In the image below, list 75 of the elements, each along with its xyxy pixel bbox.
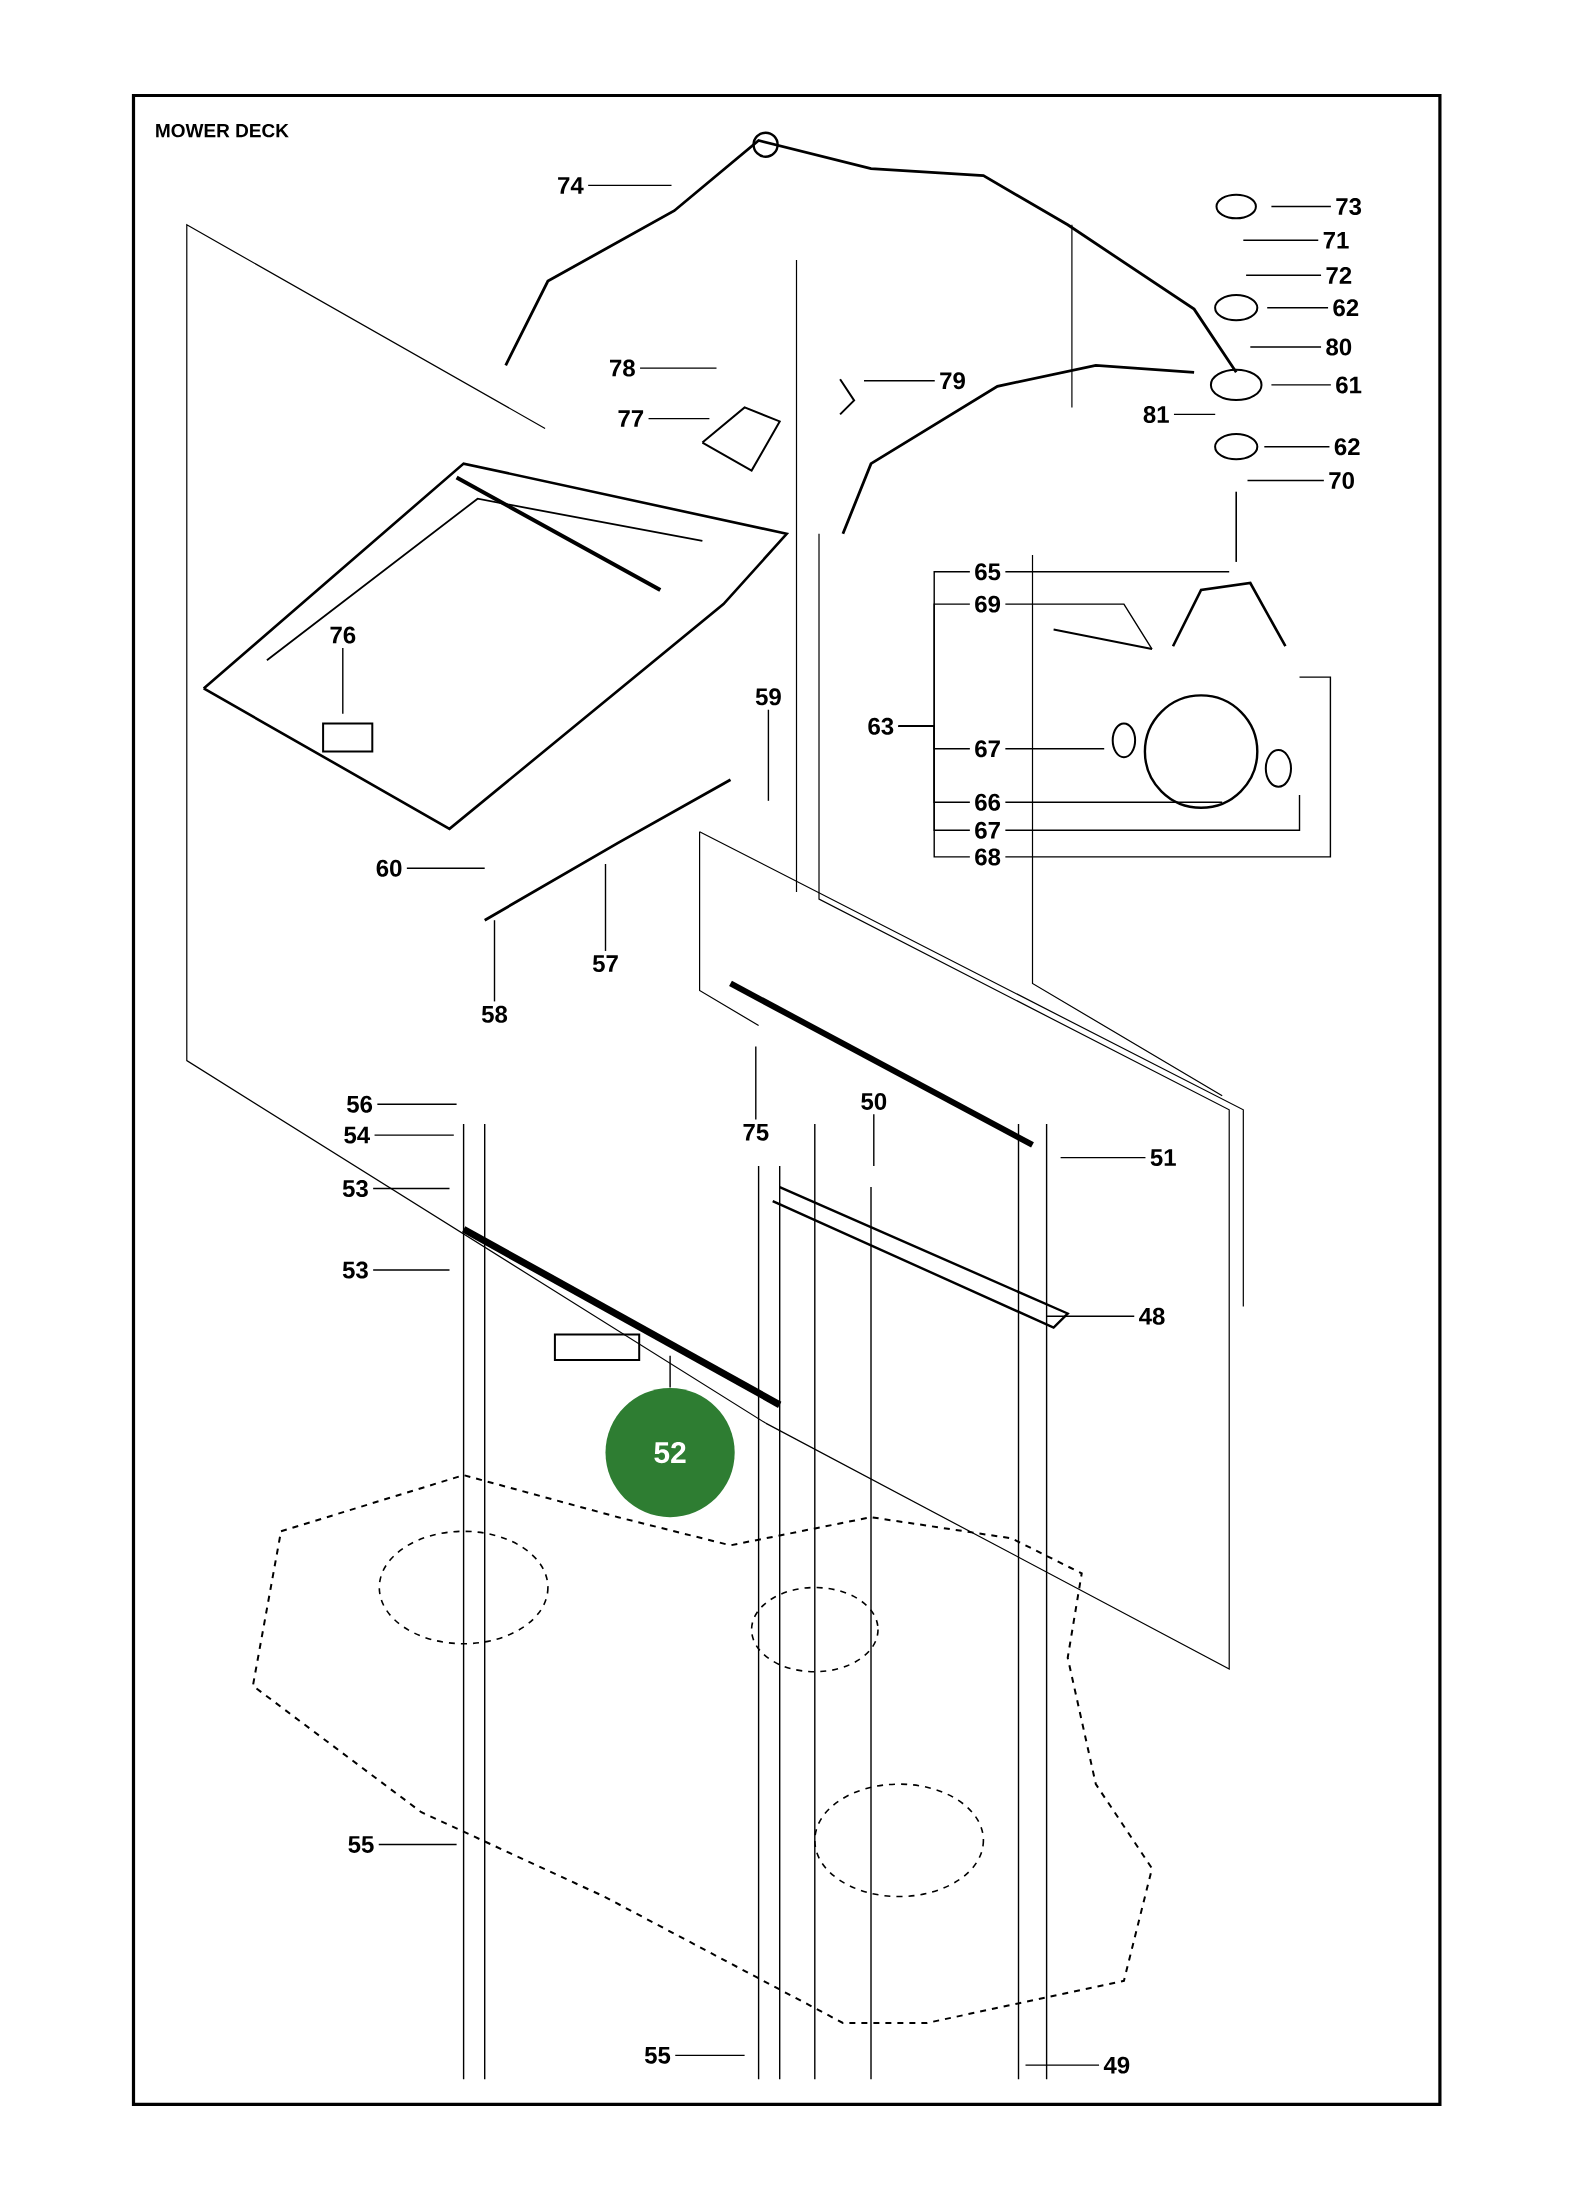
callout-number: 49 [1103, 2056, 1130, 2074]
callout-number: 55 [644, 2046, 671, 2064]
leader-line [342, 647, 344, 715]
leader-line [1045, 1315, 1135, 1317]
callout-number: 50 [861, 1092, 887, 1110]
callout-number: 54 [344, 1126, 370, 1144]
leader-line [639, 367, 718, 369]
leader-line [373, 1134, 455, 1136]
callout-number: 71 [1323, 231, 1349, 249]
callout-number: 73 [1336, 198, 1362, 216]
callout-number: 74 [558, 177, 584, 194]
leader-line [1004, 571, 1230, 573]
leader-line [1270, 384, 1332, 386]
leader-line [1173, 413, 1216, 416]
callout-number: 58 [481, 1005, 508, 1023]
leader-line [587, 184, 673, 187]
leader-line [376, 1103, 458, 1105]
callout-number: 63 [868, 717, 894, 735]
leader-line [897, 725, 971, 858]
callout-number: 57 [592, 955, 618, 973]
leader-line [755, 1045, 757, 1121]
callout-number: 59 [755, 688, 781, 706]
callout-number: 65 [975, 563, 1001, 581]
leader-line [1270, 205, 1332, 208]
callout-number: 62 [1334, 438, 1360, 456]
callout-number: 80 [1326, 338, 1352, 356]
callout-number: 52 [605, 1388, 735, 1518]
callout-number: 61 [1336, 376, 1362, 394]
leader-line [1245, 274, 1322, 276]
callout-number: 76 [330, 626, 356, 644]
leader-line [767, 709, 770, 802]
leader-line [1263, 446, 1331, 448]
leader-line [406, 867, 486, 869]
leader-line [1004, 801, 1223, 803]
callout-number: 48 [1139, 1307, 1165, 1325]
callout-number: 67 [975, 740, 1000, 758]
callout-number: 53 [342, 1261, 368, 1279]
leader-line [647, 417, 711, 420]
leader-line [493, 919, 496, 1003]
leader-line [863, 380, 936, 382]
callout-number: 68 [975, 848, 1001, 866]
leader-line [1246, 479, 1325, 482]
callout-number: 81 [1143, 405, 1169, 423]
leader-line [1004, 748, 1105, 750]
callout-number: 60 [376, 859, 402, 877]
leader-line [1004, 794, 1301, 831]
leader-line [1266, 307, 1329, 309]
leader-line [1004, 676, 1332, 858]
leader-line [372, 1187, 451, 1190]
callout-number: 72 [1326, 266, 1352, 284]
callout-number: 69 [975, 595, 1001, 613]
callout-number: 55 [348, 1836, 374, 1853]
title: MOWER DECK [156, 123, 289, 138]
callout-number: 51 [1150, 1149, 1176, 1166]
leader-line [604, 863, 607, 952]
leader-line [674, 2054, 746, 2057]
leader-line [873, 1113, 875, 1167]
callout-number: 75 [743, 1123, 769, 1141]
leader-line [1249, 346, 1322, 348]
callout-number: 62 [1333, 299, 1359, 317]
leader-line [1242, 239, 1319, 241]
callout-number: 67 [975, 821, 1000, 839]
leader-line [372, 1269, 451, 1271]
callout-number: 53 [342, 1180, 368, 1198]
callout-number: 77 [618, 410, 644, 427]
callout-number: 66 [975, 793, 1001, 811]
leader-line [1024, 2064, 1100, 2066]
callout-number: 78 [610, 359, 635, 377]
leader-line [669, 1355, 671, 1389]
callout-number: 70 [1329, 472, 1354, 489]
leader-line [1004, 603, 1153, 650]
leader-line [378, 1843, 458, 1846]
leader-line [1059, 1156, 1147, 1159]
callout-number: 56 [347, 1095, 373, 1113]
callout-number: 79 [940, 372, 965, 390]
